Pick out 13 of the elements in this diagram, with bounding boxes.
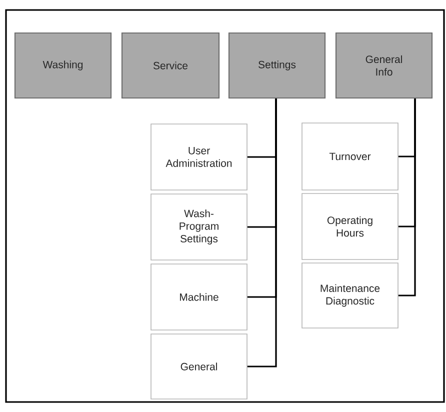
menu-box: Service (121, 32, 220, 99)
menu-box: Washing (14, 32, 112, 99)
submenu-box: Maintenance Diagnostic (302, 262, 398, 328)
submenu-box: User Administration (150, 124, 248, 190)
menu-box: Settings (228, 32, 326, 99)
submenu-box: General (150, 334, 248, 400)
menu-box: General Info (335, 32, 433, 99)
submenu-box: Operating Hours (302, 193, 398, 260)
submenu-box: Turnover (302, 122, 398, 190)
connector-line (398, 98, 416, 296)
submenu-box: Wash-Program Settings (150, 194, 248, 260)
submenu-box: Machine (150, 264, 248, 330)
connector-line (247, 98, 277, 368)
